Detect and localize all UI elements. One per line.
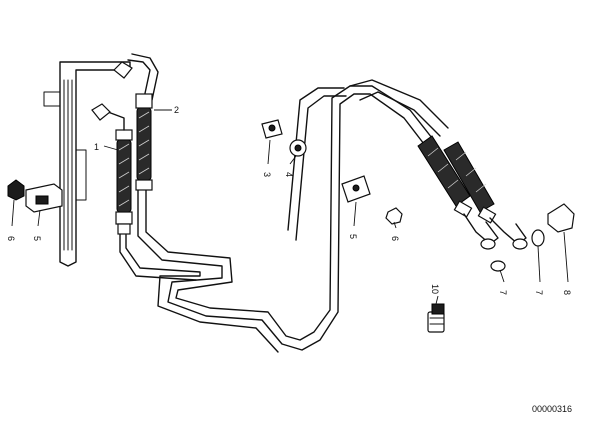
part-7-washer-b [531,229,545,247]
drawing-code: 00000316 [532,404,572,414]
part-4-grommet [289,139,307,157]
callout-5-mid: 5 [348,234,358,239]
hose-right-pair [417,135,528,250]
part-5-bracket-mid [341,175,371,203]
callout-2: 2 [174,105,179,115]
part-3-clip [261,119,283,139]
leader-lines [11,109,569,305]
hose-2 [113,61,153,191]
hose-1 [91,103,133,235]
callout-3: 3 [262,172,272,177]
callout-10: 10 [430,284,440,294]
part-6-nut-mid [385,207,403,225]
part-5-bracket-left [25,183,63,213]
oil-cooler-pipe [119,53,449,353]
part-6-nut-left [7,179,25,201]
part-10-adapter [427,303,445,333]
part-7-washer-a [490,260,506,272]
callout-5-left: 5 [32,236,42,241]
callout-1: 1 [94,142,99,152]
callout-6-left: 6 [6,236,16,241]
callout-7-a: 7 [498,290,508,295]
radiator [43,61,131,267]
callout-4: 4 [284,172,294,177]
callout-6-mid: 6 [390,236,400,241]
callout-8: 8 [562,290,572,295]
callout-7-b: 7 [534,290,544,295]
part-8-union [547,203,575,233]
